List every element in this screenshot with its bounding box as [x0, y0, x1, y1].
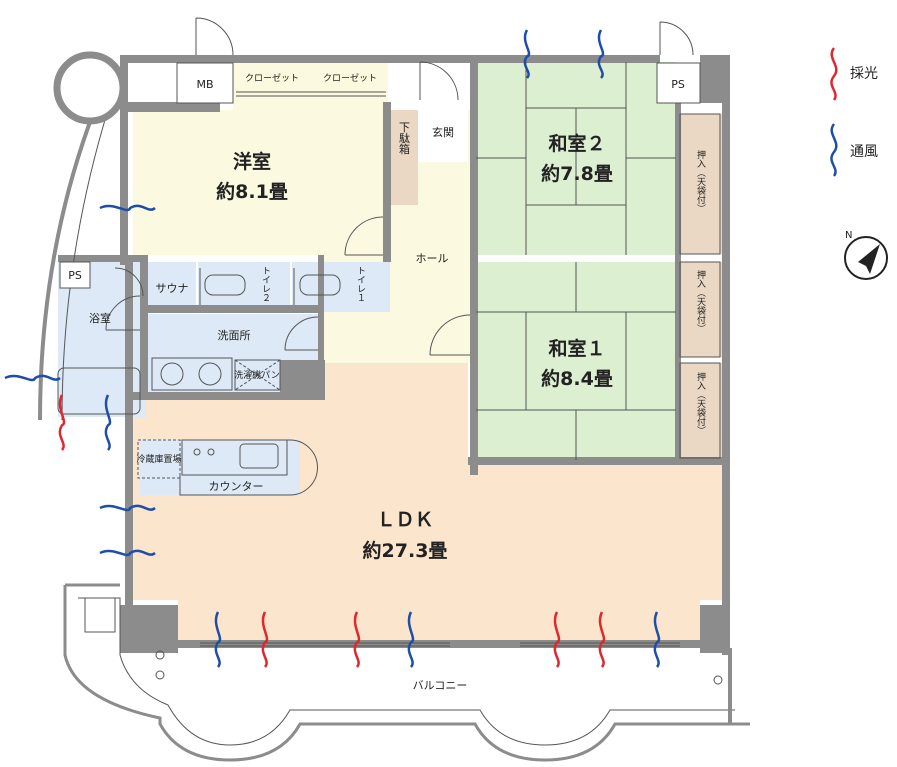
oshiire-mid-label: 押入（天袋付）: [695, 269, 706, 333]
wind-arrow: [523, 29, 531, 79]
wind-arrow: [653, 611, 661, 668]
washroom-door: [284, 316, 319, 351]
ldk-size: 約27.3畳: [363, 539, 448, 562]
wind-arrow: [407, 611, 415, 668]
ps-top-label: PS: [671, 78, 685, 91]
washitsu1-size: 約8.4畳: [541, 367, 613, 390]
bath-door: [105, 295, 141, 331]
mb-box: [176, 62, 234, 104]
compass: N: [844, 230, 888, 280]
ps-door: [659, 21, 694, 56]
washroom-fixtures: [151, 357, 281, 391]
legend-wind-icon: [830, 123, 838, 177]
wind-arrow: [104, 394, 112, 451]
oshiire-top-label: 押入（天袋付）: [695, 149, 706, 213]
oshiire-bot-label: 押入（天袋付）: [695, 371, 706, 435]
toilet2-label: トイレ２: [260, 266, 271, 302]
youshitsu-name: 洋室: [233, 150, 271, 173]
compass-arrow-icon: [858, 244, 880, 274]
bath-label: 浴室: [89, 311, 111, 325]
shoebox-label: 下駄箱: [398, 122, 411, 156]
left-curved-wall: [38, 121, 92, 421]
fridge-label: 冷蔵庫置場: [136, 453, 181, 465]
walls: [58, 55, 730, 655]
laundry-label: 洗濯機パン: [234, 369, 279, 381]
tatami-1: [476, 262, 676, 460]
washitsu1-name: 和室１: [548, 337, 605, 360]
sauna-door: [114, 267, 144, 297]
legend-light-label: 採光: [850, 66, 878, 82]
ldk-name: ＬＤＫ: [376, 509, 433, 531]
light-arrow: [598, 611, 606, 668]
youshitsu-door: [344, 216, 384, 256]
light-arrow: [261, 611, 269, 668]
ps-left-label: PS: [68, 269, 82, 282]
mb-label: MB: [196, 78, 213, 91]
tatami-2: [476, 62, 676, 255]
closet-doors: [236, 91, 386, 97]
oshiire-top-floor: [678, 114, 722, 254]
wind-arrow: [99, 204, 156, 212]
bathtub: [57, 367, 141, 415]
closet2-label: クローゼット: [323, 72, 377, 84]
ldk-windows: [200, 642, 680, 647]
toilet2-floor: [198, 262, 290, 312]
legend: 採光 通風: [830, 47, 878, 177]
light-arrow: [553, 611, 561, 668]
washitsu2-name: 和室２: [548, 132, 605, 155]
counter-label: カウンター: [209, 480, 264, 493]
sauna-floor: [148, 262, 196, 312]
genkan-door: [419, 61, 459, 101]
legend-light-icon: [830, 47, 838, 101]
sauna-label: サウナ: [156, 282, 189, 295]
wind-arrow: [99, 549, 156, 557]
washitsu2-size: 約7.8畳: [541, 162, 613, 185]
toilet-fixtures: [199, 268, 341, 305]
genkan-floor: [418, 110, 468, 162]
shoebox-floor: [390, 110, 418, 205]
wind-arrows: [4, 29, 661, 668]
legend-wind-label: 通風: [850, 144, 878, 160]
hall-door: [429, 314, 471, 356]
wind-arrow: [99, 504, 156, 512]
youshitsu-floor: [133, 110, 388, 255]
oshiire-bot-floor: [678, 363, 722, 458]
youshitsu-size: 約8.1畳: [216, 180, 288, 203]
balcony: [63, 583, 750, 762]
genkan-label: 玄関: [432, 125, 454, 139]
ps-left-box: [59, 261, 91, 289]
washroom-label: 洗面所: [218, 329, 251, 342]
light-arrow: [58, 394, 66, 451]
light-arrow: [353, 611, 361, 668]
wind-arrow: [4, 374, 61, 382]
kitchen: [137, 439, 318, 496]
hall-label: ホール: [416, 252, 449, 265]
wind-arrow: [597, 29, 605, 79]
ps-top-box: [656, 62, 701, 104]
wind-arrow: [214, 611, 222, 668]
closet-floor: [233, 62, 388, 110]
toilet1-label: トイレ１: [355, 266, 366, 302]
toilet1-floor: [292, 262, 390, 312]
light-arrows: [58, 394, 606, 668]
balcony-label: バルコニー: [413, 679, 468, 692]
closet1-label: クローゼット: [245, 72, 299, 84]
mb-door: [195, 17, 234, 56]
round-tower: [53, 51, 127, 125]
ldk-floor: [133, 363, 722, 640]
oshiire-mid-floor: [678, 262, 722, 357]
compass-label: N: [845, 230, 852, 241]
